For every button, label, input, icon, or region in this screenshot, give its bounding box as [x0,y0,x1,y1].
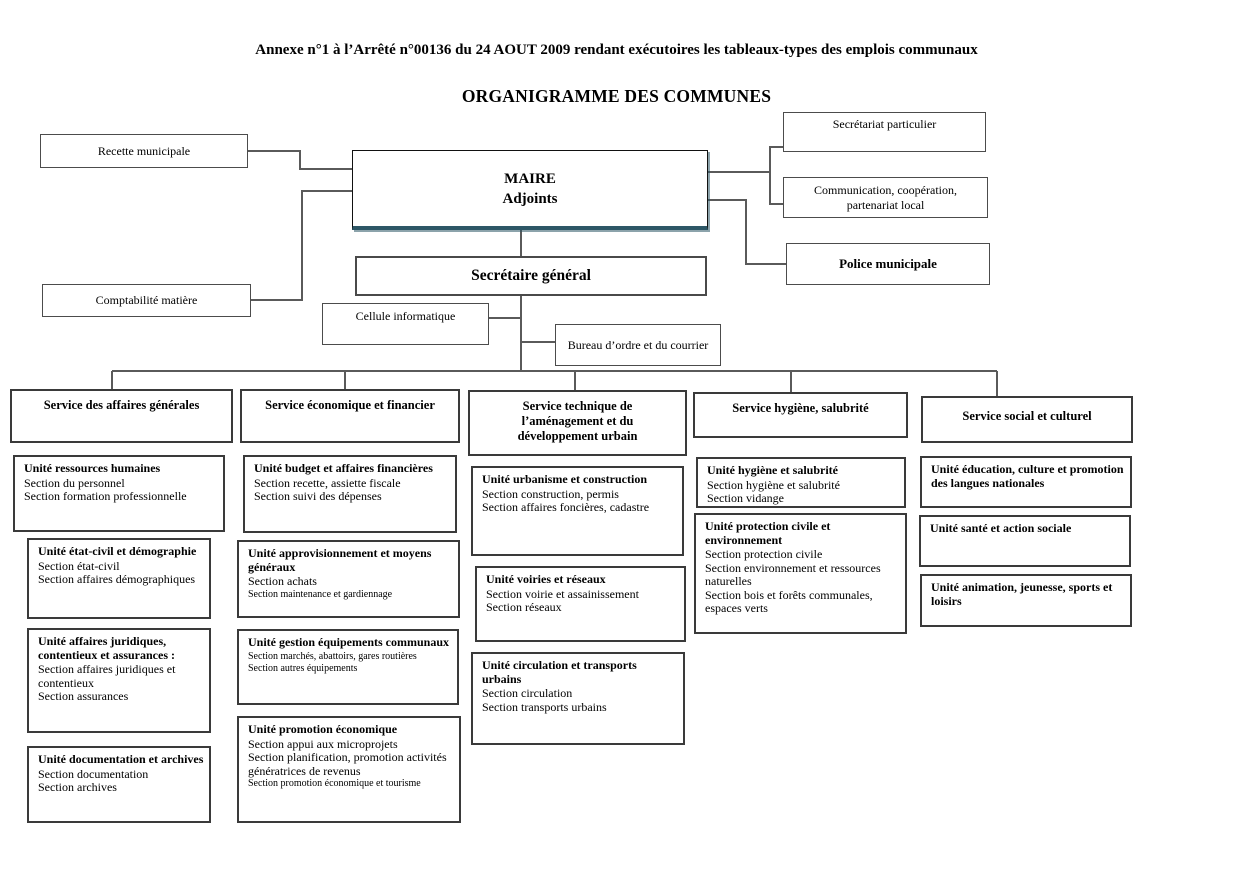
unit-section: Section assurances [38,689,129,703]
unit-section: Section autres équipements [248,663,358,674]
secretaire-general-label: Secrétaire général [471,267,591,284]
comptabilite-label: Comptabilité matière [95,293,198,307]
unit-education-culture-langues: Unité éducation, culture et promotion de… [920,456,1132,508]
unit-gestion-equipements-communaux: Unité gestion équipements communaux Sect… [237,629,459,705]
unit-section: Section construction, permis [482,486,619,501]
connector-secretariat-branch [769,146,783,205]
unit-title: Unité circulation et transports urbains [482,658,637,686]
police-label: Police municipale [839,256,937,271]
unit-hygiene-salubrite: Unité hygiène et salubrité Section hygiè… [696,457,906,508]
bureau-ordre-label: Bureau d’ordre et du courrier [567,337,709,352]
unit-section: Section appui aux microprojets [248,736,398,751]
unit-title: Unité approvisionnement et moyens généra… [248,546,432,574]
unit-section: Section protection civile [705,547,823,561]
box-maire-adjoints: MAIRE Adjoints [352,150,708,230]
unit-section: Section recette, assiette fiscale [254,475,401,490]
unit-section: Section bois et forêts communales, espac… [705,587,873,615]
service-label: Service économique et financier [265,398,435,412]
unit-title: Unité urbanisme et construction [482,472,647,486]
box-secretaire-general: Secrétaire général [355,256,707,296]
unit-title: Unité animation, jeunesse, sports et loi… [931,580,1113,608]
unit-protection-civile-environnement: Unité protection civile et environnement… [694,513,907,634]
unit-title: Unité budget et affaires financières [254,461,433,475]
maire-label: MAIRE [504,170,556,187]
service-label: Service social et culturel [962,409,1092,423]
box-bureau-ordre: Bureau d’ordre et du courrier [555,324,721,366]
box-secretariat-particulier: Secrétariat particulier [783,112,986,152]
unit-section: Section marchés, abattoirs, gares routiè… [248,650,417,662]
unit-title: Unité état-civil et démographie [38,544,197,558]
adjoints-label: Adjoints [502,190,558,207]
unit-title: Unité voiries et réseaux [486,572,606,586]
unit-section: Section hygiène et salubrité [707,477,840,492]
unit-section: Section promotion économique et tourisme [248,778,421,789]
unit-section: Section affaires foncières, cadastre [482,500,650,514]
unit-section: Section circulation [482,686,573,700]
box-cellule-informatique: Cellule informatique [322,303,489,345]
unit-ressources-humaines: Unité ressources humaines Section du per… [13,455,225,532]
service-label: Service des affaires générales [43,398,200,412]
unit-section: Section transports urbains [482,699,607,714]
connector-maire-police [708,199,786,265]
secretariat-particulier-label: Secrétariat particulier [832,117,937,131]
unit-sante-action-sociale: Unité santé et action sociale [919,515,1131,567]
unit-section: Section archives [38,780,117,794]
unit-section: Section maintenance et gardiennage [248,588,393,600]
unit-title: Unité éducation, culture et promotion de… [931,462,1124,490]
unit-affaires-juridiques: Unité affaires juridiques, contentieux e… [27,628,211,733]
unit-title: Unité ressources humaines [24,461,161,475]
unit-section: Section formation professionnelle [24,489,187,503]
communication-label: Communication, coopération, partenariat … [814,182,957,212]
unit-section: Section suivi des dépenses [254,489,382,503]
unit-title: Unité promotion économique [248,722,398,736]
connector-comptabilite-maire [250,190,352,301]
service-label: Service technique de l’aménagement et du… [517,399,638,443]
unit-budget-affaires-financieres: Unité budget et affaires financières Sec… [243,455,457,533]
unit-section: Section affaires juridiques et contentie… [38,662,176,690]
recette-label: Recette municipale [97,143,191,158]
box-communication: Communication, coopération, partenariat … [783,177,988,218]
unit-promotion-economique: Unité promotion économique Section appui… [237,716,461,823]
unit-circulation-transports: Unité circulation et transports urbains … [471,652,685,745]
unit-section: Section voirie et assainissement [486,586,639,601]
unit-title: Unité gestion équipements communaux [248,635,450,649]
unit-section: Section documentation [38,766,149,781]
service-label: Service hygiène, salubrité [732,401,869,415]
unit-section: Section vidange [707,491,784,505]
service-header-technique-urbain: Service technique de l’aménagement et du… [468,390,687,456]
box-comptabilite-matiere: Comptabilité matière [42,284,251,317]
annex-title: Annexe n°1 à l’Arrêté n°00136 du 24 AOUT… [255,42,978,58]
unit-title: Unité santé et action sociale [930,521,1072,535]
box-recette-municipale: Recette municipale [40,134,248,168]
unit-animation-jeunesse-sports: Unité animation, jeunesse, sports et loi… [920,574,1132,627]
unit-section: Section affaires démographiques [38,572,196,586]
unit-section: Section état-civil [38,558,120,573]
unit-title: Unité protection civile et environnement [705,519,831,547]
box-police-municipale: Police municipale [786,243,990,285]
unit-section: Section réseaux [486,600,562,614]
unit-voiries-reseaux: Unité voiries et réseaux Section voirie … [475,566,686,642]
unit-section: Section du personnel [24,475,125,490]
unit-documentation-archives: Unité documentation et archives Section … [27,746,211,823]
unit-section: Section achats [248,574,317,588]
service-header-hygiene-salubrite: Service hygiène, salubrité [693,392,908,438]
unit-title: Unité documentation et archives [38,752,204,766]
unit-title: Unité affaires juridiques, contentieux e… [38,634,175,662]
cellule-informatique-label: Cellule informatique [355,309,456,323]
unit-section: Section environnement et ressources natu… [705,560,881,588]
org-title: ORGANIGRAMME DES COMMUNES [461,86,772,106]
unit-urbanisme-construction: Unité urbanisme et construction Section … [471,466,684,556]
unit-approvisionnement-moyens-generaux: Unité approvisionnement et moyens généra… [237,540,460,618]
connector-recette-maire [248,150,352,170]
unit-etat-civil-demographie: Unité état-civil et démographie Section … [27,538,211,619]
unit-section: Section planification, promotion activit… [248,750,447,778]
service-header-social-culturel: Service social et culturel [921,396,1133,443]
unit-title: Unité hygiène et salubrité [707,463,838,477]
service-header-economique-financier: Service économique et financier [240,389,460,443]
service-header-affaires-generales: Service des affaires générales [10,389,233,443]
